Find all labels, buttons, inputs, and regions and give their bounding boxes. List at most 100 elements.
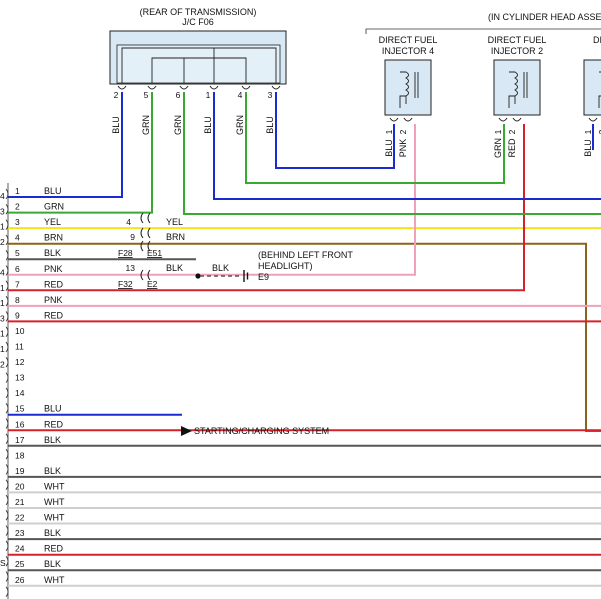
left-edge-terminal	[5, 494, 9, 506]
injector-pin-terminal	[588, 117, 598, 122]
row-pin-number: 20	[15, 481, 25, 491]
inline-connector-f28-e51: 4 YEL 9 BRN F28 E51	[118, 212, 185, 258]
connector-symbol-brn-b	[140, 240, 151, 252]
junction-connector-f06: (REAR OF TRANSMISSION) J/C F06 2BLU5GRN6…	[109, 7, 287, 135]
left-edge-terminal	[5, 586, 9, 598]
row-pin-number: 5	[15, 248, 20, 258]
inline-color-yel: YEL	[166, 217, 183, 227]
injector-pin-number: 1	[493, 129, 503, 134]
injector-pin-terminal	[512, 117, 522, 122]
injector-label-line1: DIRECT FUEL	[488, 35, 547, 45]
row-wire-color: BLK	[44, 528, 61, 538]
left-edge-label: 1	[0, 298, 5, 308]
injector-pin-number: 2	[507, 129, 517, 134]
injector-pin-number: 2	[398, 129, 408, 134]
left-edge-label: 4	[0, 268, 5, 278]
left-connector: 43124113112SS 1BLU2GRN3YEL4BRN5BLK6PNK7R…	[0, 183, 65, 599]
jc-pin-number: 3	[268, 90, 273, 100]
row-wire-color: BLK	[44, 248, 61, 258]
jc-pin-color: GRN	[141, 115, 151, 135]
row-pin-number: 17	[15, 435, 25, 445]
left-edge-terminal	[5, 280, 9, 292]
left-edge-terminal	[5, 204, 9, 215]
jc-pin-color: BLU	[203, 116, 213, 134]
connector-symbol-blk	[140, 269, 151, 281]
row-pin-number: 22	[15, 513, 25, 523]
left-edge-terminal	[5, 525, 9, 536]
starting-charging-reference: STARTING/CHARGING SYSTEM	[181, 426, 329, 436]
row-wire-color: RED	[44, 310, 64, 320]
left-edge-terminal	[5, 571, 9, 582]
row-wire-color: BRN	[44, 233, 63, 243]
left-edge-terminal	[5, 311, 9, 322]
left-edge-label: 3	[0, 206, 5, 216]
row-pin-number: 25	[15, 559, 25, 569]
row-pin-number: 26	[15, 575, 25, 585]
row-pin-number: 6	[15, 264, 20, 274]
row-pin-number: 16	[15, 419, 25, 429]
starting-arrow-head	[181, 426, 192, 436]
inline-color-brn: BRN	[166, 232, 185, 242]
row-wire-color: YEL	[44, 217, 61, 227]
row-pin-number: 23	[15, 528, 25, 538]
left-edge-terminal	[5, 219, 9, 230]
left-edge-terminal	[5, 402, 9, 414]
row-wire-color: WHT	[44, 497, 65, 507]
left-edge-label: 1	[0, 329, 5, 339]
row-wire-color: RED	[44, 279, 64, 289]
row-wire-color: RED	[44, 419, 64, 429]
left-edge-terminal	[5, 464, 9, 475]
ground-splice-dot	[195, 273, 201, 279]
cylinder-head-group: (IN CYLINDER HEAD ASSE DIRECT FUELINJECT…	[365, 12, 601, 158]
left-edge-terminal	[5, 418, 9, 429]
jc-pin-number: 2	[114, 90, 119, 100]
jc-pin-terminal	[147, 85, 157, 90]
inline-pin-blk: 13	[126, 263, 136, 273]
left-edge-label: 4	[0, 191, 5, 201]
injector-pin-number: 2	[597, 129, 601, 134]
row-pin-number: 24	[15, 544, 25, 554]
row-wire-color: WHT	[44, 513, 65, 523]
starting-charging-label: STARTING/CHARGING SYSTEM	[194, 426, 329, 436]
wire-jc1-blu	[213, 92, 601, 200]
jc-name: J/C F06	[182, 17, 214, 27]
jc-pin-color: BLU	[265, 116, 275, 134]
row-wire-color: WHT	[44, 575, 65, 585]
left-edge-terminal	[5, 479, 9, 490]
jc-pin-terminal	[179, 85, 189, 90]
row-pin-number: 12	[15, 357, 25, 367]
left-edge-labels: 43124113112SS	[0, 188, 9, 598]
injector-body	[583, 59, 601, 116]
jc-pin-number: 1	[206, 90, 211, 100]
row-wire-color: PNK	[44, 295, 63, 305]
injector-pin-color: RED	[507, 138, 517, 158]
ref-e51: E51	[147, 248, 162, 258]
injector-pin-color: BLU	[384, 139, 394, 157]
left-edge-label: 1	[0, 344, 5, 354]
row-pin-number: 1	[15, 186, 20, 196]
left-edge-terminal	[5, 265, 9, 276]
left-edge-terminal	[5, 188, 9, 200]
injector-coil-symbol	[508, 71, 518, 108]
wire-jc6-grn	[183, 92, 601, 215]
wire-row4	[8, 242, 601, 432]
ground-ref-e9: E9	[258, 272, 269, 282]
left-edge-terminal	[5, 357, 9, 368]
row-pin-number: 19	[15, 466, 25, 476]
injector-label-line1: DIRECT FUEL	[379, 35, 438, 45]
row-pin-number: 14	[15, 388, 25, 398]
inline-color-blk: BLK	[166, 263, 183, 273]
ref-f28: F28	[118, 248, 133, 258]
row-pin-number: 8	[15, 295, 20, 305]
ground-location-line2: HEADLIGHT)	[258, 261, 313, 271]
left-edge-terminal	[5, 326, 9, 337]
injector-label-line2: INJECTOR 4	[382, 46, 434, 56]
row-pin-number: 10	[15, 326, 25, 336]
cylinder-head-bracket	[365, 28, 601, 34]
connector-symbol-yel	[140, 212, 151, 224]
injector-pin-number: 1	[583, 129, 593, 134]
row-wire-color: PNK	[44, 264, 63, 274]
row-pin-number: 2	[15, 202, 20, 212]
